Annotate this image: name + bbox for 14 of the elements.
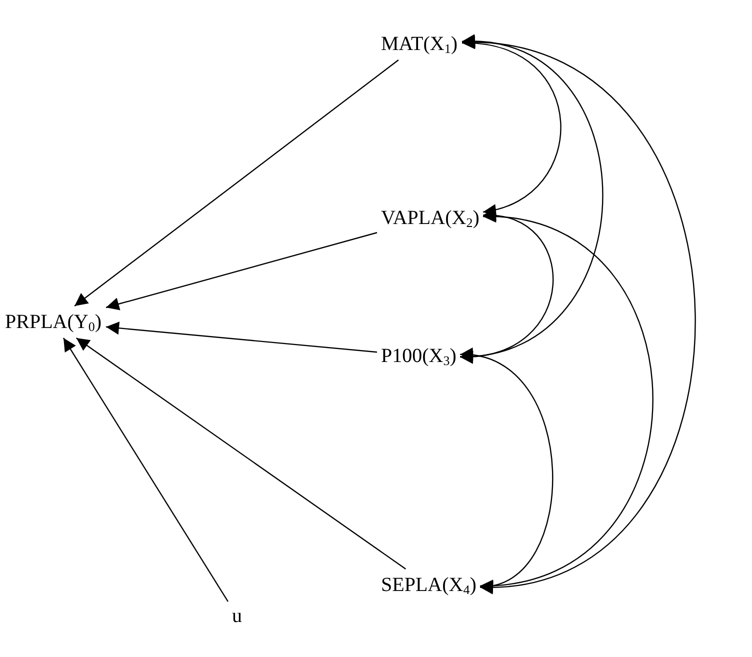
arrow xyxy=(106,322,378,353)
node-label: PRPLA(Y$_{0}$) xyxy=(5,310,102,334)
arrow xyxy=(462,37,696,592)
arrow xyxy=(106,232,378,310)
node-label: SEPLA(X$_{4}$) xyxy=(381,573,476,597)
node-label: VAPLA(X$_{2}$) xyxy=(381,206,480,230)
arrow xyxy=(74,60,399,306)
node-label: MAT(X$_{1}$) xyxy=(381,32,458,56)
arrow xyxy=(76,338,406,570)
arrow xyxy=(62,338,228,602)
node-label: u xyxy=(232,604,242,628)
arrow xyxy=(460,210,554,362)
node-label: P100(X$_{3}$) xyxy=(381,344,456,368)
arrow xyxy=(460,350,553,591)
